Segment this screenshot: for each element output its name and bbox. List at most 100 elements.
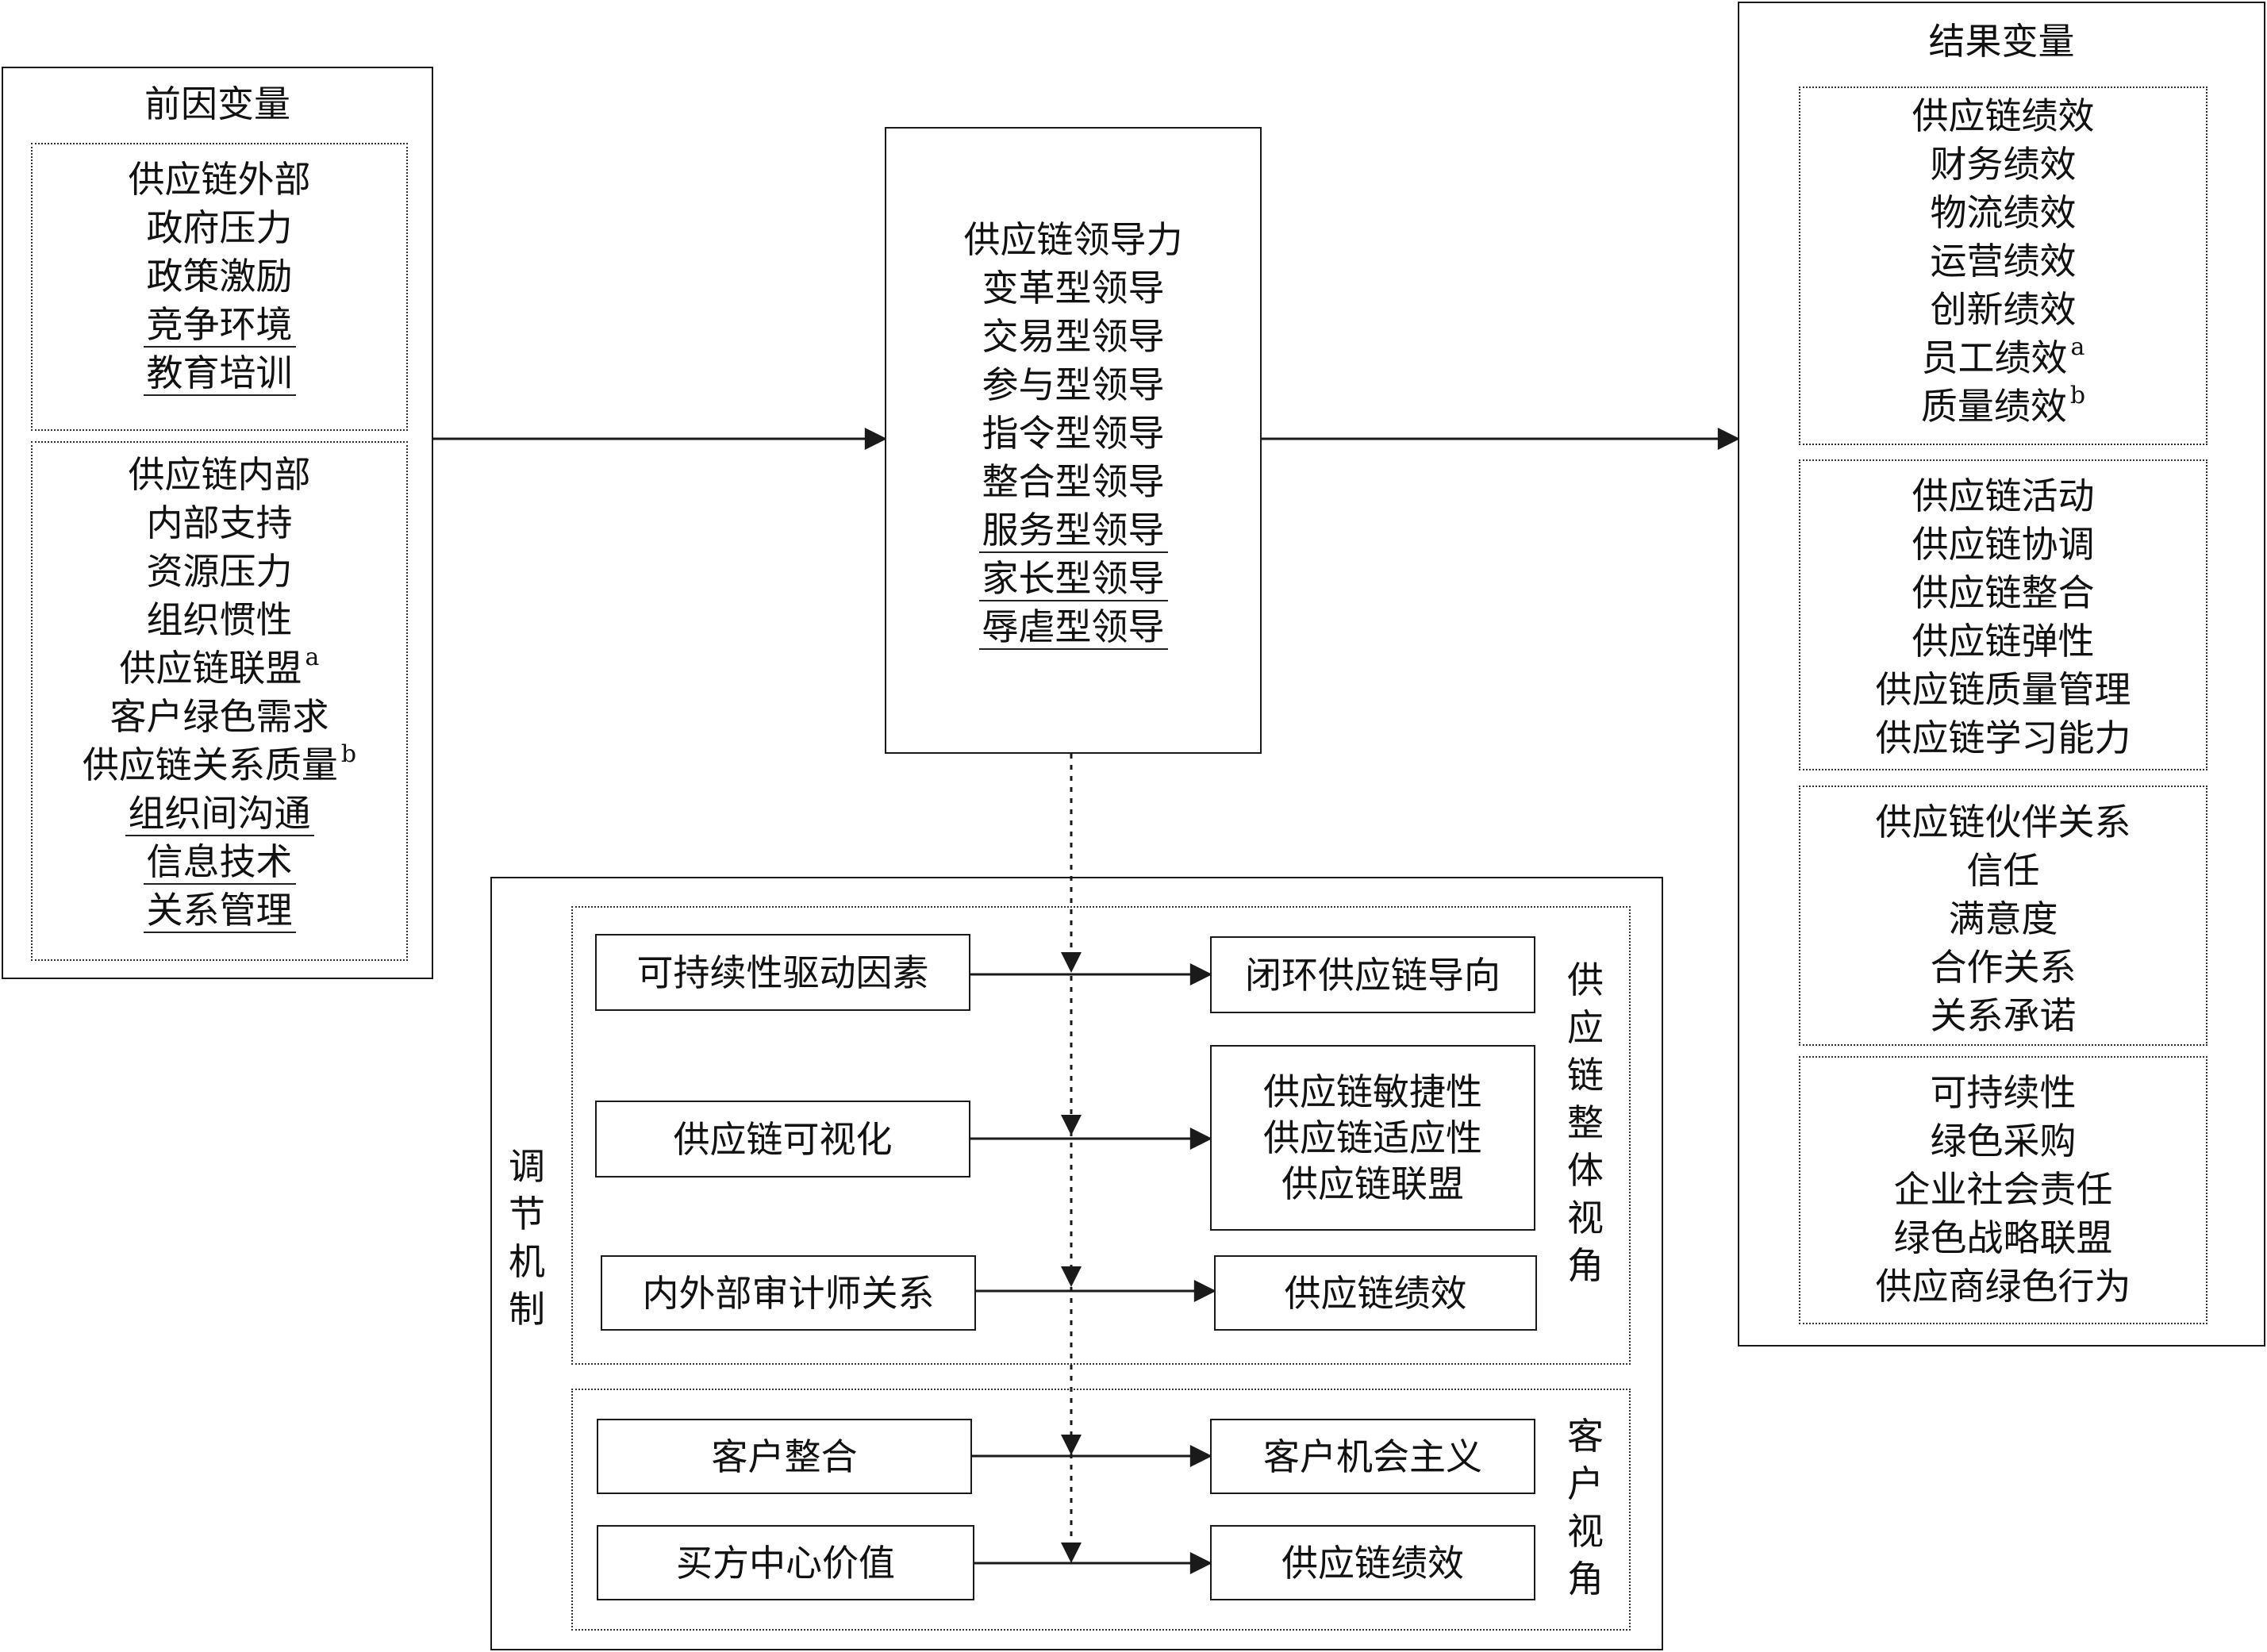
- outcome-item-label: 质量绩效: [1920, 385, 2067, 428]
- outcome-item-label: 供应链活动: [1912, 474, 2095, 517]
- internal-factor-item: 组织惯性: [147, 596, 293, 644]
- customer-perspective-group: [571, 1389, 1631, 1631]
- customer-perspective-label-char: 视: [1567, 1510, 1604, 1553]
- supply-chain-whole-perspective-label: 供应链整体视角: [1563, 956, 1608, 1289]
- outcome-group-partnership: 供应链伙伴关系信任满意度合作关系关系承诺: [1799, 786, 2207, 1046]
- moderator-outcome-label: 客户机会主义: [1263, 1435, 1482, 1478]
- moderator-outcome-label: 闭环供应链导向: [1245, 953, 1500, 997]
- internal-factor-item: 关系管理: [143, 886, 296, 935]
- outcome-item-label: 供应链整合: [1912, 571, 2095, 614]
- outcome-group-sustainability-list: 可持续性绿色采购企业社会责任绿色战略联盟供应商绿色行为: [1800, 1069, 2206, 1311]
- moderation-arrowhead-4: [1061, 1435, 1082, 1455]
- external-factor-item: 政策激励: [147, 252, 293, 301]
- internal-factor-item-label: 供应链内部: [128, 453, 311, 496]
- outcome-item: 供应链整合: [1912, 569, 2095, 617]
- outcome-item: 供应商绿色行为: [1876, 1262, 2131, 1311]
- moderator-outcome-label: 供应链联盟: [1281, 1162, 1464, 1205]
- internal-factor-item-superscript: b: [340, 740, 357, 768]
- customer-perspective-label-char: 客: [1567, 1415, 1604, 1458]
- moderator-left-5: 买方中心价值: [597, 1525, 974, 1600]
- customer-perspective-label-char: 户: [1567, 1462, 1604, 1505]
- internal-factor-item-label: 资源压力: [146, 550, 293, 593]
- moderator-outcome-label: 供应链适应性: [1263, 1116, 1482, 1159]
- outcome-item: 信任: [1967, 847, 2040, 895]
- internal-factor-item: 客户绿色需求: [110, 693, 329, 741]
- moderator-right-5: 供应链绩效: [1210, 1525, 1535, 1600]
- internal-factor-item-label: 供应链联盟: [119, 647, 302, 690]
- moderator-right-1: 闭环供应链导向: [1210, 936, 1535, 1013]
- outcome-item-superscript: a: [2070, 333, 2085, 361]
- leadership-style-item-label: 辱虐型领导: [978, 605, 1168, 650]
- leadership-style-item: 变革型领导: [982, 264, 1165, 313]
- outcome-item: 运营绩效: [1931, 237, 2077, 286]
- outcome-item-label: 供应链质量管理: [1875, 668, 2131, 711]
- outcome-item: 物流绩效: [1931, 189, 2077, 237]
- leadership-style-item: 供应链领导力: [964, 216, 1183, 264]
- outcome-item-label: 企业社会责任: [1893, 1168, 2113, 1211]
- outcome-item: 财务绩效: [1931, 140, 2077, 189]
- outcome-item-label: 供应链伙伴关系: [1875, 801, 2131, 843]
- leadership-style-item-label: 整合型领导: [982, 460, 1165, 503]
- outcome-item-label: 供应链学习能力: [1875, 717, 2131, 759]
- outcome-item-superscript: b: [2069, 382, 2086, 409]
- outcome-item: 可持续性: [1931, 1069, 2077, 1117]
- moderation-label-char: 制: [509, 1288, 545, 1331]
- outcome-item-label: 供应商绿色行为: [1875, 1265, 2131, 1308]
- moderator-left-3: 内外部审计师关系: [601, 1255, 976, 1331]
- external-factor-item: 教育培训: [143, 349, 296, 398]
- moderation-arrowhead-1: [1061, 952, 1082, 973]
- whole-perspective-label-char: 整: [1567, 1101, 1604, 1144]
- external-factor-item-label: 政府压力: [146, 206, 293, 249]
- moderator-right-3: 供应链绩效: [1214, 1255, 1537, 1331]
- outcome-item: 满意度: [1949, 895, 2058, 943]
- outcome-item-label: 可持续性: [1930, 1071, 2077, 1114]
- moderation-arrowhead-3: [1061, 1266, 1082, 1287]
- outcome-item-label: 供应链协调: [1912, 523, 2095, 566]
- antecedents-title: 前因变量: [144, 83, 290, 125]
- outcome-item: 关系承诺: [1931, 992, 2077, 1040]
- leadership-style-item-label: 交易型领导: [982, 315, 1165, 358]
- outcome-group-activities: 供应链活动供应链协调供应链整合供应链弹性供应链质量管理供应链学习能力: [1799, 459, 2207, 770]
- external-factor-item-label: 政策激励: [146, 255, 293, 298]
- customer-perspective-label-char: 角: [1567, 1558, 1604, 1600]
- outcome-item: 供应链绩效: [1912, 92, 2095, 140]
- internal-factor-item-label: 信息技术: [143, 840, 296, 885]
- outcome-item-label: 绿色采购: [1930, 1120, 2077, 1162]
- outcome-item-label: 满意度: [1948, 897, 2058, 940]
- outcome-group-partnership-list: 供应链伙伴关系信任满意度合作关系关系承诺: [1800, 798, 2206, 1040]
- whole-perspective-label-char: 角: [1567, 1244, 1604, 1287]
- outcome-item-label: 供应链弹性: [1912, 620, 2095, 663]
- customer-perspective-label: 客户视角: [1563, 1412, 1608, 1603]
- leadership-style-item: 指令型领导: [982, 409, 1165, 458]
- outcomes-title: 结果变量: [1928, 20, 2075, 63]
- supply-chain-whole-perspective-group: [571, 906, 1631, 1365]
- outcome-group-activities-list: 供应链活动供应链协调供应链整合供应链弹性供应链质量管理供应链学习能力: [1800, 472, 2206, 763]
- external-factors-list: 供应链外部政府压力政策激励竞争环境教育培训: [33, 156, 406, 398]
- leadership-style-item: 参与型领导: [982, 361, 1165, 409]
- moderator-left-4: 客户整合: [597, 1419, 972, 1494]
- internal-factor-item: 内部支持: [147, 499, 293, 547]
- outcome-item: 创新绩效: [1931, 286, 2077, 334]
- external-factor-item-label: 供应链外部: [128, 158, 311, 201]
- moderation-label-char: 调: [509, 1145, 545, 1188]
- leadership-style-item: 整合型领导: [982, 458, 1165, 506]
- external-factor-item: 政府压力: [147, 204, 293, 252]
- outcome-item-label: 创新绩效: [1930, 288, 2077, 331]
- outcome-item-label: 合作关系: [1930, 946, 2077, 989]
- leadership-style-item-label: 变革型领导: [982, 267, 1165, 309]
- moderation-label-char: 节: [509, 1193, 545, 1235]
- outcome-item: 供应链弹性: [1912, 617, 2095, 666]
- moderation-panel: [490, 877, 1663, 1650]
- outcome-item-label: 物流绩效: [1930, 191, 2077, 234]
- internal-factor-item: 供应链内部: [129, 451, 311, 499]
- leadership-style-item-label: 参与型领导: [982, 363, 1165, 406]
- internal-factor-item-label: 关系管理: [143, 889, 296, 933]
- outcome-group-sustainability: 可持续性绿色采购企业社会责任绿色战略联盟供应商绿色行为: [1799, 1056, 2207, 1324]
